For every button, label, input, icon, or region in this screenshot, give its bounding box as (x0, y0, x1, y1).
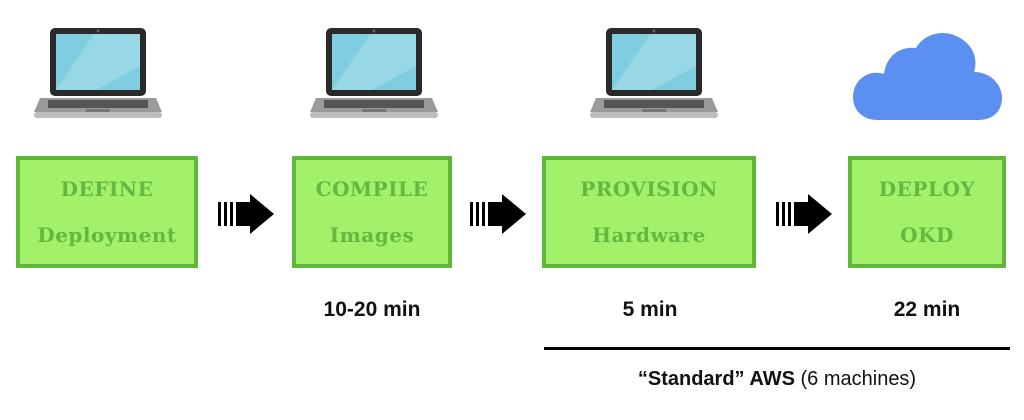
stage-deploy-subtitle: OKD (900, 223, 954, 247)
stage-define-box: DEFINE Deployment (16, 156, 198, 268)
deploy-time-label: 22 min (893, 298, 961, 321)
provision-time-label: 5 min (622, 298, 678, 321)
laptop-icon (590, 28, 718, 118)
laptop-icon (34, 28, 162, 118)
aws-footnote-normal: (6 machines) (800, 368, 917, 390)
aws-footnote: “Standard” AWS (6 machines) (544, 368, 1010, 391)
cloud-icon (853, 33, 1002, 120)
bracket-rule (544, 347, 1010, 350)
compile-time-label: 10-20 min (323, 298, 421, 321)
arrow-right-icon (470, 194, 526, 234)
stage-compile-title: COMPILE (315, 177, 429, 201)
stage-provision-box: PROVISION Hardware (542, 156, 756, 268)
stage-provision-subtitle: Hardware (592, 223, 706, 247)
stage-provision-title: PROVISION (580, 177, 718, 201)
stage-compile-subtitle: Images (329, 223, 415, 247)
stage-define-subtitle: Deployment (37, 223, 177, 247)
laptop-icon (310, 28, 438, 118)
aws-footnote-bold: “Standard” AWS (637, 368, 795, 390)
stage-compile-box: COMPILE Images (292, 156, 452, 268)
stage-deploy-title: DEPLOY (878, 177, 976, 201)
arrow-right-icon (218, 194, 274, 234)
arrow-right-icon (776, 194, 832, 234)
stage-define-title: DEFINE (60, 177, 154, 201)
stage-deploy-box: DEPLOY OKD (848, 156, 1006, 268)
